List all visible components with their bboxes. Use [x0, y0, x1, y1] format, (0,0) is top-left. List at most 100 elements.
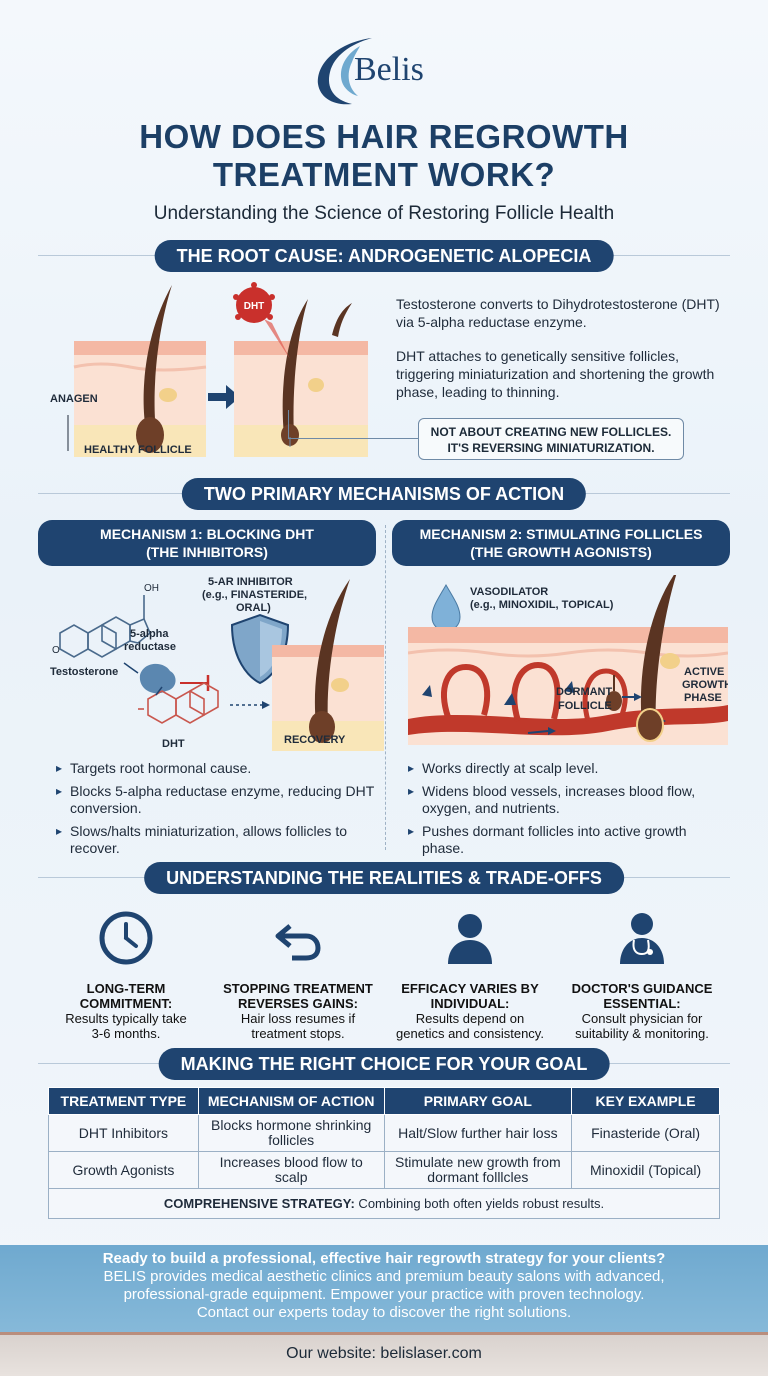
column-header: KEY EXAMPLE — [571, 1087, 720, 1115]
section-realities-title: UNDERSTANDING THE REALITIES & TRADE-OFFS — [144, 862, 624, 894]
inhibitor-label-2: (e.g., FINASTERIDE, — [202, 589, 307, 601]
person-icon — [448, 914, 492, 964]
dht-molecule-icon: DHT — [233, 282, 290, 359]
follicle-illustration: DHT ANAGEN HEALTHY FOLLICLE — [50, 282, 368, 457]
reality-item-doctor: DOCTOR'S GUIDANCE ESSENTIAL: Consult phy… — [552, 910, 732, 1041]
column-header: TREATMENT TYPE — [48, 1087, 199, 1115]
cta-line-2: BELIS provides medical aesthetic clinics… — [103, 1268, 665, 1285]
logo-swoosh-icon — [317, 38, 372, 105]
healthy-follicle-label: HEALTHY FOLLICLE — [84, 444, 192, 456]
note-connector — [288, 438, 418, 439]
note-line-2: IT'S REVERSING MINIATURIZATION. — [447, 441, 655, 455]
dht-structure-label: DHT — [162, 738, 185, 750]
reality-desc-line-2: 3-6 months. — [91, 1026, 161, 1041]
root-cause-paragraph-1: Testosterone converts to Dihydrotestoste… — [396, 296, 720, 330]
title-line-2: TREATMENT WORK? — [212, 156, 556, 193]
anagen-label: ANAGEN — [50, 393, 98, 405]
dht-label: DHT — [244, 301, 265, 312]
section-mechanisms-banner: TWO PRIMARY MECHANISMS OF ACTION — [0, 478, 768, 510]
reality-desc-line-2: suitability & monitoring. — [575, 1026, 709, 1041]
active-label-2: GROWTH — [682, 679, 728, 691]
active-label-1: ACTIVE — [684, 666, 724, 678]
mechanism-1-header: MECHANISM 1: BLOCKING DHT (THE INHIBITOR… — [38, 520, 376, 566]
table-cell: DHT Inhibitors — [48, 1114, 199, 1152]
reality-desc-line-2: genetics and consistency. — [396, 1026, 544, 1041]
table-cell: Stimulate new growth from dormant folllc… — [383, 1151, 573, 1189]
treatment-comparison-table: TREATMENT TYPE MECHANISM OF ACTION PRIMA… — [48, 1087, 720, 1219]
healthy-follicle-diagram — [73, 285, 207, 457]
table-row: DHT Inhibitors Blocks hormone shrinking … — [48, 1114, 720, 1152]
table-row: Growth Agonists Increases blood flow to … — [48, 1151, 720, 1189]
table-cell: Minoxidil (Topical) — [571, 1151, 720, 1189]
column-header: PRIMARY GOAL — [383, 1087, 573, 1115]
table-footer-cell: COMPREHENSIVE STRATEGY: Combining both o… — [48, 1188, 720, 1219]
dht-molecule-structure-icon — [147, 682, 219, 724]
mechanism-2-title-line-1: MECHANISM 2: STIMULATING FOLLICLES — [419, 526, 703, 542]
section-root-cause-title: THE ROOT CAUSE: ANDROGENETIC ALOPECIA — [154, 240, 614, 272]
vasodilator-label-2: (e.g., MINOXIDIL, TOPICAL) — [470, 599, 614, 611]
cta-line-3: professional-grade equipment. Empower yo… — [123, 1286, 645, 1303]
scalp-cross-section-diagram — [408, 575, 728, 745]
root-cause-paragraph-2: DHT attaches to genetically sensitive fo… — [396, 348, 715, 400]
mechanism-1-illustration: OH O Testosterone 5-alpha reductase 5-AR… — [50, 576, 384, 751]
reality-title-line-1: DOCTOR'S GUIDANCE — [571, 981, 713, 996]
table-cell: Finasteride (Oral) — [571, 1114, 720, 1152]
active-label-3: PHASE — [684, 692, 722, 704]
enzyme-icon — [139, 663, 176, 694]
droplet-icon — [431, 583, 461, 632]
reality-item-commitment: LONG-TERM COMMITMENT: Results typically … — [36, 910, 216, 1041]
reality-title-line-1: EFFICACY VARIES BY — [401, 981, 539, 996]
mechanism-2-title-line-2: (THE GROWTH AGONISTS) — [470, 544, 652, 560]
transition-arrow-icon — [208, 385, 240, 409]
list-item: Pushes dormant follicles into active gro… — [408, 823, 728, 857]
inhibitor-label-3: ORAL) — [236, 602, 271, 614]
section-root-cause-banner: THE ROOT CAUSE: ANDROGENETIC ALOPECIA — [0, 240, 768, 272]
o-label: O — [52, 645, 60, 656]
recovery-label: RECOVERY — [284, 734, 346, 746]
mechanism-1-title-line-2: (THE INHIBITORS) — [146, 544, 268, 560]
mechanism-1-title-line-1: MECHANISM 1: BLOCKING DHT — [100, 526, 314, 542]
reality-desc-line-1: Consult physician for — [581, 1011, 703, 1026]
reverse-arrow-icon — [275, 924, 321, 961]
enzyme-label-2: reductase — [124, 641, 176, 653]
key-insight-note: NOT ABOUT CREATING NEW FOLLICLES. IT'S R… — [418, 418, 684, 460]
reality-item-stopping: STOPPING TREATMENT REVERSES GAINS: Hair … — [208, 910, 388, 1041]
brand-name: Belis — [354, 51, 424, 88]
miniaturized-follicle-diagram — [234, 299, 368, 457]
vasodilator-label-1: VASODILATOR — [470, 586, 548, 598]
mechanism-divider — [385, 525, 386, 850]
recovery-follicle-diagram — [272, 579, 384, 751]
dormant-label-2: FOLLICLE — [558, 700, 612, 712]
belis-logo: Belis — [317, 38, 424, 105]
table-header-row: TREATMENT TYPE MECHANISM OF ACTION PRIMA… — [48, 1087, 720, 1115]
arrow-icon — [67, 415, 69, 451]
testosterone-label: Testosterone — [50, 666, 118, 678]
section-choice-banner: MAKING THE RIGHT CHOICE FOR YOUR GOAL — [0, 1048, 768, 1080]
enzyme-label-1: 5-alpha — [130, 628, 169, 640]
mechanism-1-bullets: Targets root hormonal cause. Blocks 5-al… — [56, 760, 376, 863]
title-line-1: HOW DOES HAIR REGROWTH — [139, 118, 629, 155]
call-to-action-banner: Ready to build a professional, effective… — [0, 1245, 768, 1332]
reality-desc-line-1: Results typically take — [65, 1011, 187, 1026]
clock-icon — [99, 911, 153, 965]
table-cell: Halt/Slow further hair loss — [383, 1114, 573, 1152]
list-item: Widens blood vessels, increases blood fl… — [408, 783, 728, 817]
reality-title-line-2: COMMITMENT: — [79, 996, 173, 1011]
strategy-text: Combining both often yields robust resul… — [354, 1196, 605, 1211]
list-item: Blocks 5-alpha reductase enzyme, reducin… — [56, 783, 376, 817]
doctor-icon — [620, 913, 664, 964]
website-footer[interactable]: Our website: belislaser.com — [0, 1332, 768, 1376]
note-line-1: NOT ABOUT CREATING NEW FOLLICLES. — [430, 425, 672, 439]
reality-desc-line-1: Hair loss resumes if — [240, 1011, 356, 1026]
list-item: Slows/halts miniaturization, allows foll… — [56, 823, 376, 857]
list-item: Works directly at scalp level. — [408, 760, 728, 777]
note-connector-vertical — [288, 410, 289, 438]
page-title: HOW DOES HAIR REGROWTH TREATMENT WORK? — [20, 118, 748, 194]
mechanism-2-header: MECHANISM 2: STIMULATING FOLLICLES (THE … — [392, 520, 730, 566]
reality-title-line-1: STOPPING TREATMENT — [223, 981, 373, 996]
mechanism-2-illustration: VASODILATOR (e.g., MINOXIDIL, TOPICAL) — [408, 575, 728, 745]
testosterone-molecule-icon — [59, 616, 151, 658]
reality-title-line-2: INDIVIDUAL: — [430, 996, 510, 1011]
table-cell: Blocks hormone shrinking follicles — [197, 1114, 385, 1152]
